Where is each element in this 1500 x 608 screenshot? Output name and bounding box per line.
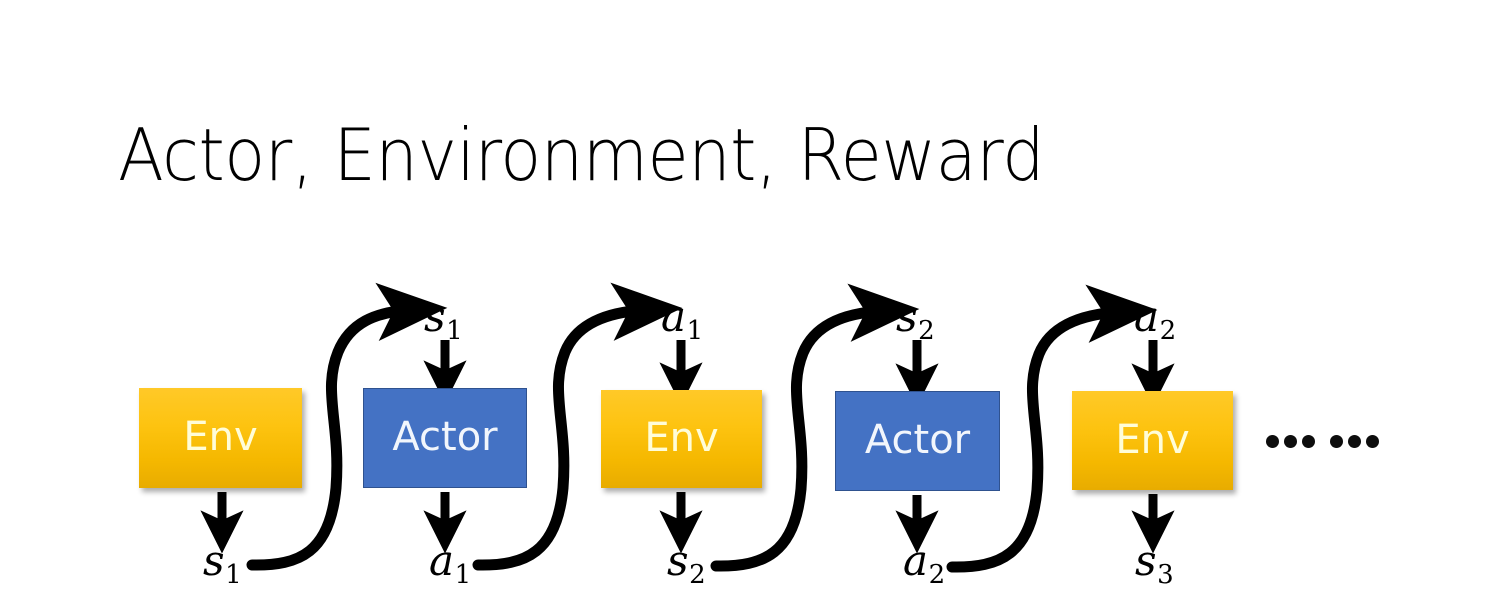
label-bottom-a1: a1 <box>429 540 471 588</box>
label-top-s2-base: s <box>896 292 918 341</box>
label-bottom-a2-base: a <box>903 536 929 585</box>
page-title: Actor, Environment, Reward <box>118 113 1045 197</box>
label-bottom-s3-base: s <box>1135 536 1157 585</box>
ellipsis-dot <box>1348 435 1361 448</box>
label-bottom-s2: s2 <box>667 540 706 588</box>
label-bottom-s2-sub: 2 <box>689 559 706 590</box>
label-bottom-a2-sub: 2 <box>928 559 946 590</box>
label-top-s2: s2 <box>896 296 935 344</box>
label-top-a1-base: a <box>661 292 687 341</box>
ellipsis-dot <box>1284 435 1297 448</box>
label-bottom-a2: a2 <box>903 540 945 588</box>
node-env-1-label: Env <box>183 414 258 460</box>
ellipsis-dot <box>1330 435 1343 448</box>
label-bottom-s1: s1 <box>203 540 242 588</box>
ellipsis-dot <box>1366 435 1379 448</box>
label-top-a2: a2 <box>1134 296 1176 344</box>
label-bottom-s3: s3 <box>1135 540 1174 588</box>
node-actor-1-label: Actor <box>392 414 498 460</box>
node-env-2[interactable]: Env <box>601 390 762 488</box>
node-actor-1[interactable]: Actor <box>363 388 527 488</box>
label-bottom-a1-base: a <box>429 536 455 585</box>
node-actor-2-label: Actor <box>864 417 971 463</box>
ellipsis-dot <box>1266 435 1279 448</box>
label-bottom-s1-base: s <box>203 536 225 585</box>
label-bottom-s2-base: s <box>667 536 689 585</box>
label-bottom-s3-sub: 3 <box>1157 559 1174 590</box>
label-top-s1-base: s <box>424 292 446 341</box>
label-top-s2-sub: 2 <box>918 315 935 346</box>
label-top-a1-sub: 1 <box>686 315 704 346</box>
node-actor-2[interactable]: Actor <box>835 391 1000 491</box>
continuation-ellipsis <box>1266 435 1379 448</box>
label-top-a2-base: a <box>1134 292 1160 341</box>
label-top-s1-sub: 1 <box>446 315 463 346</box>
node-env-3-label: Env <box>1115 416 1190 463</box>
node-env-3[interactable]: Env <box>1072 391 1233 490</box>
node-env-2-label: Env <box>644 415 719 461</box>
label-top-a1: a1 <box>661 296 703 344</box>
label-top-a2-sub: 2 <box>1159 315 1177 346</box>
label-bottom-a1-sub: 1 <box>454 559 472 590</box>
label-top-s1: s1 <box>424 296 463 344</box>
ellipsis-dot <box>1302 435 1315 448</box>
node-env-1[interactable]: Env <box>139 388 302 488</box>
ellipsis-gap <box>1320 441 1325 442</box>
label-bottom-s1-sub: 1 <box>225 559 242 590</box>
